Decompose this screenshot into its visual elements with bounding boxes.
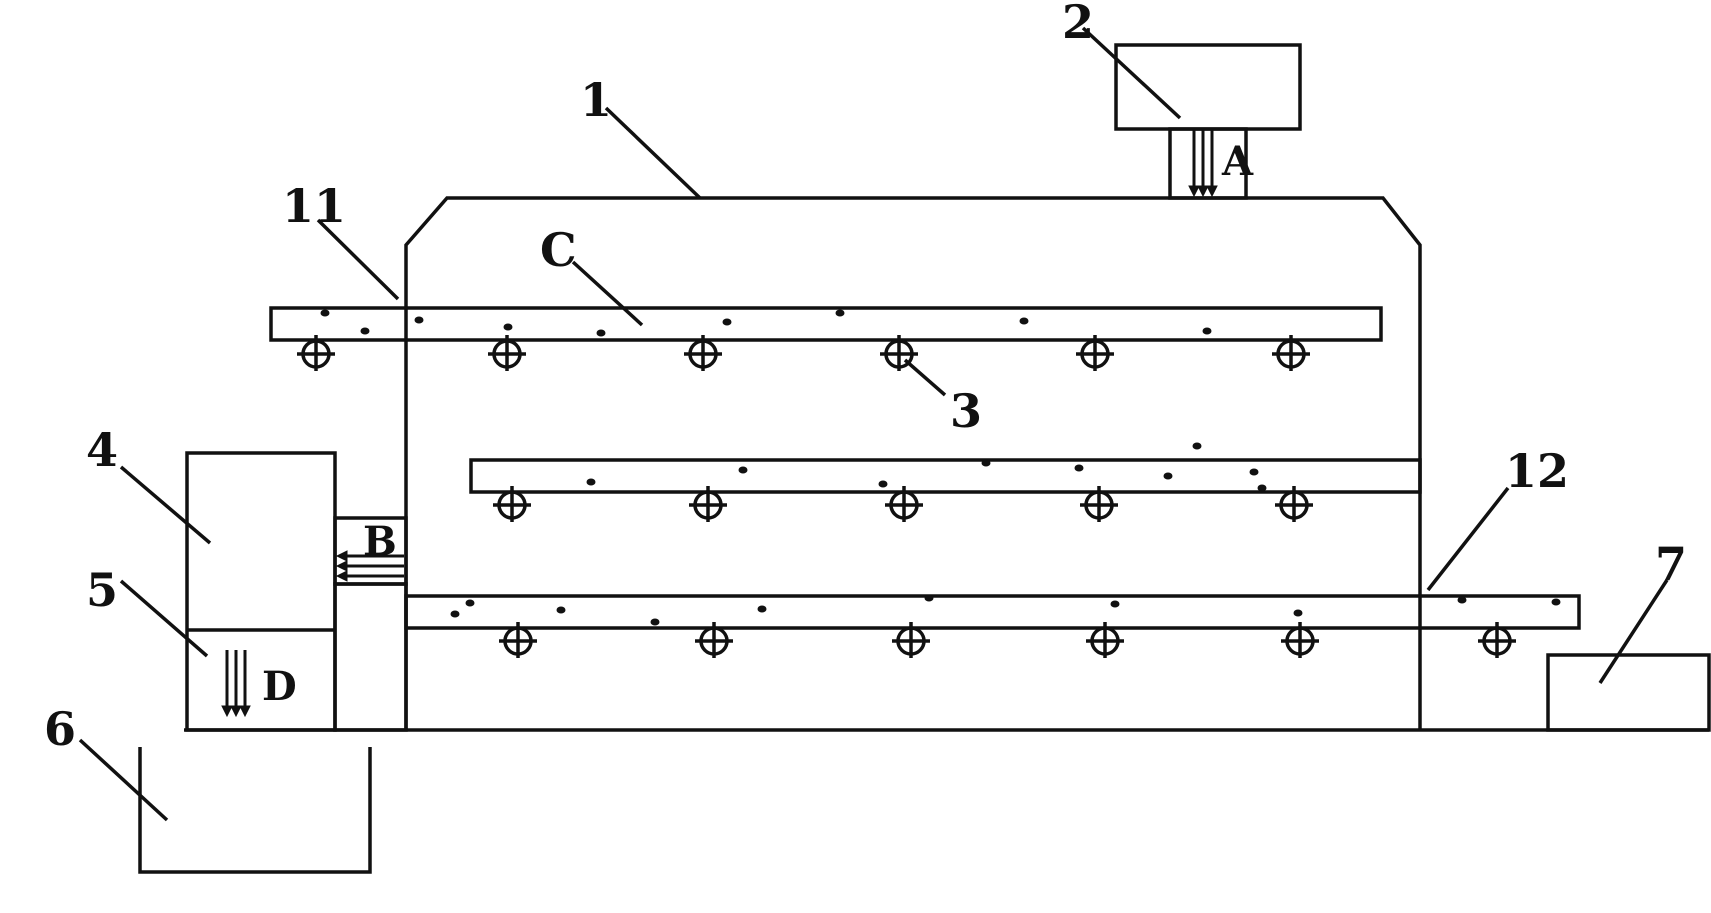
left-unit-4 [185, 451, 337, 732]
flow-label-B: B [363, 518, 397, 565]
arrow-head [221, 705, 233, 718]
side-column [333, 582, 408, 732]
debris-speck [1202, 327, 1212, 335]
debris-speck [1257, 484, 1267, 492]
leader-11 [316, 218, 400, 301]
debris-speck [1163, 472, 1173, 480]
debris-speck [414, 316, 424, 324]
roller [1478, 622, 1516, 658]
debris-speck [596, 329, 606, 337]
debris-speck [556, 606, 566, 614]
leader-2 [1081, 26, 1182, 120]
label-12: 12 [1505, 444, 1569, 498]
roller [488, 335, 526, 371]
arrow-head [1206, 185, 1218, 198]
debris-speck [1074, 464, 1084, 472]
roller [1275, 486, 1313, 522]
debris-speck [320, 309, 330, 317]
debris-speck [503, 323, 513, 331]
flow-label-A: A [1221, 138, 1254, 185]
leader-5 [119, 579, 209, 658]
leader-12 [1426, 486, 1510, 592]
debris-particles [320, 309, 1561, 626]
debris-speck [1192, 442, 1202, 450]
leader-3 [903, 358, 947, 397]
label-1: 1 [580, 73, 612, 127]
label-C: C [540, 223, 577, 277]
arrow-head [1197, 185, 1209, 198]
leader-7 [1598, 579, 1669, 684]
top-unit-2 [1114, 43, 1302, 131]
leader-C [571, 260, 644, 327]
roller [499, 622, 537, 658]
debris-speck [924, 594, 934, 602]
conveyor-middle [469, 458, 1422, 494]
label-7: 7 [1655, 537, 1687, 591]
arrow-head [239, 705, 251, 718]
debris-speck [1249, 468, 1259, 476]
arrow-head [230, 705, 242, 718]
label-5: 5 [86, 563, 118, 617]
flow-label-D: D [262, 663, 297, 710]
debris-speck [450, 610, 460, 618]
roller [1080, 486, 1118, 522]
roller [1272, 335, 1310, 371]
debris-speck [360, 327, 370, 335]
roller [689, 486, 727, 522]
roller [880, 335, 918, 371]
roller [684, 335, 722, 371]
debris-speck [878, 480, 888, 488]
flow-arrows [221, 130, 1218, 718]
arrow-head [335, 560, 348, 572]
roller [1281, 622, 1319, 658]
label-3: 3 [950, 384, 982, 438]
rollers [297, 335, 1516, 658]
conveyor-top [269, 306, 1383, 342]
conveyor-bottom [404, 594, 1581, 630]
tank-6 [138, 747, 372, 874]
debris-speck [465, 599, 475, 607]
roller [885, 486, 923, 522]
debris-speck [650, 618, 660, 626]
debris-speck [757, 605, 767, 613]
label-4: 4 [86, 423, 118, 477]
debris-speck [586, 478, 596, 486]
roller [1086, 622, 1124, 658]
debris-speck [738, 466, 748, 474]
label-6: 6 [44, 702, 76, 756]
debris-speck [981, 459, 991, 467]
chamber-body [404, 196, 1422, 730]
top-duct [1168, 127, 1248, 200]
box-7 [1546, 653, 1711, 732]
roller [1076, 335, 1114, 371]
arrow-head [335, 550, 348, 562]
leader-6 [78, 738, 169, 822]
roller [297, 335, 335, 371]
label-2: 2 [1062, 0, 1094, 49]
roller [493, 486, 531, 522]
debris-speck [1019, 317, 1029, 325]
arrow-head [335, 570, 348, 582]
debris-speck [722, 318, 732, 326]
debris-speck [1293, 609, 1303, 617]
arrow-head [1188, 185, 1200, 198]
leader-4 [119, 465, 212, 545]
debris-speck [1551, 598, 1561, 606]
debris-speck [835, 309, 845, 317]
debris-speck [1457, 596, 1467, 604]
debris-speck [1110, 600, 1120, 608]
roller [892, 622, 930, 658]
roller [695, 622, 733, 658]
label-11: 11 [282, 179, 346, 233]
leader-1 [604, 106, 702, 200]
